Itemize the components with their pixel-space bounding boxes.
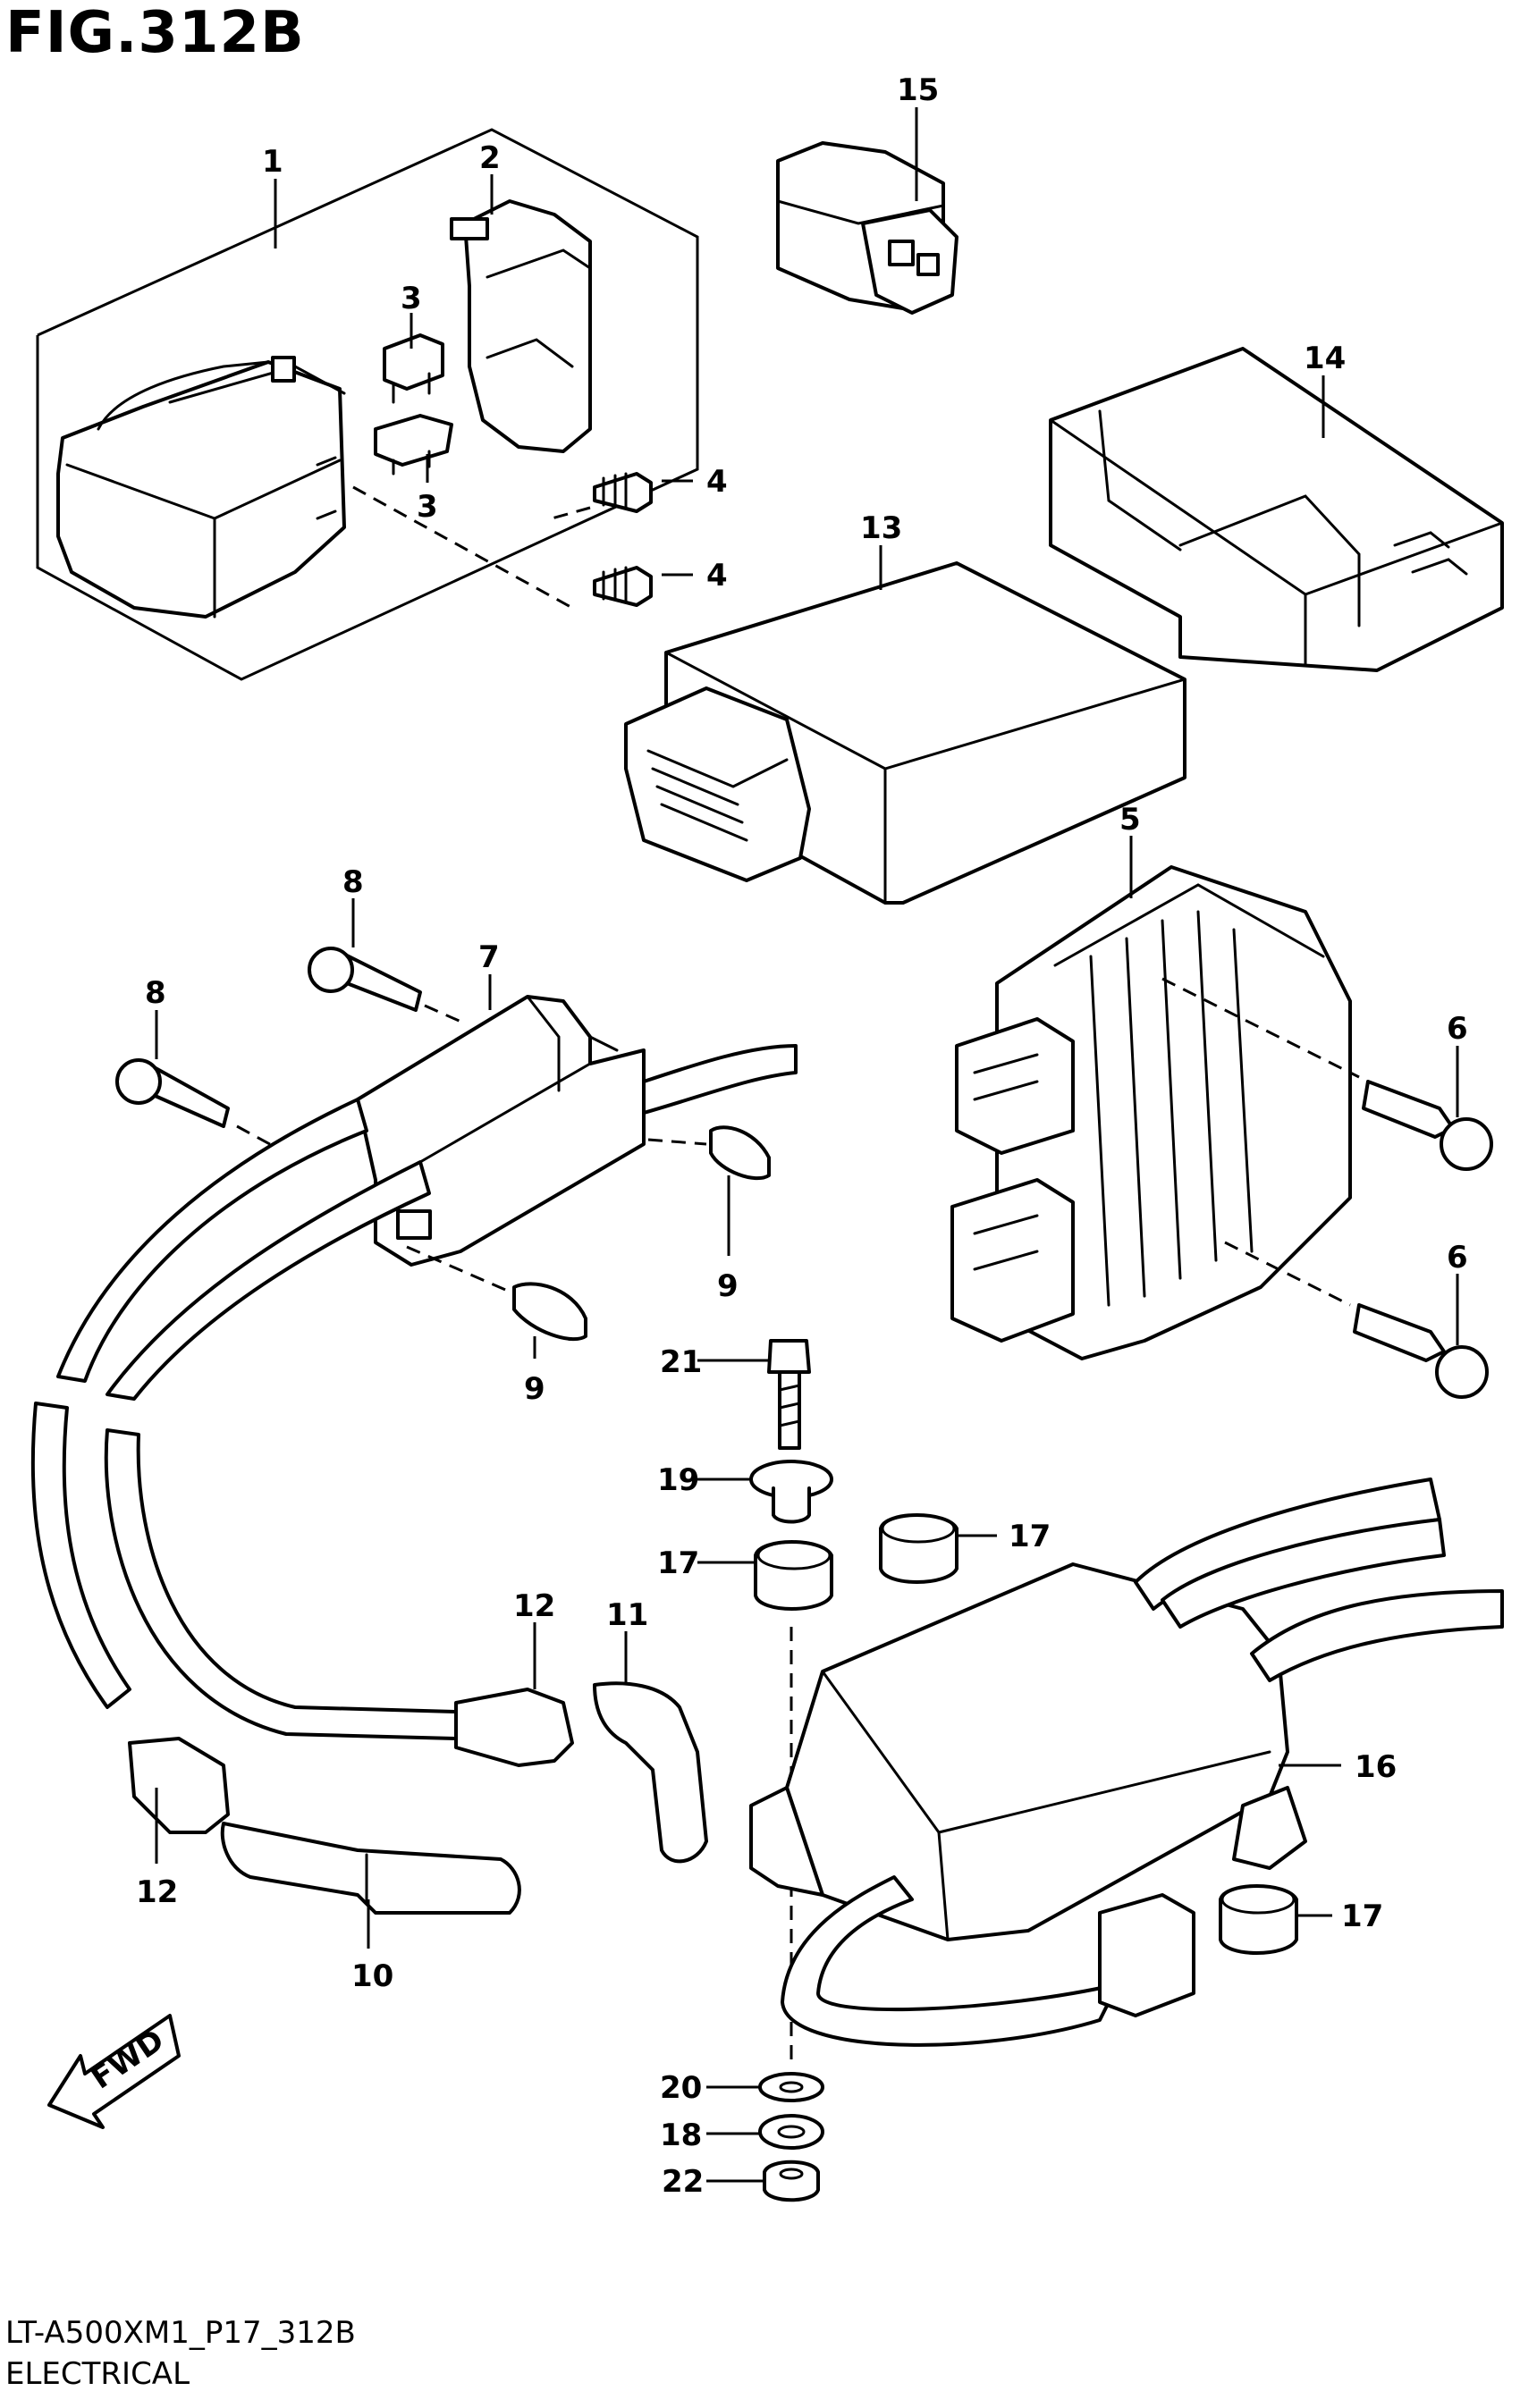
callout-9-lower: 9 [524,1371,545,1407]
callout-8-lower: 8 [145,975,166,1011]
callout-4-lower: 4 [706,558,728,594]
callout-21: 21 [660,1344,702,1380]
callout-13: 13 [860,510,902,546]
starter-relay [56,356,346,619]
leader-lines [155,107,1459,2183]
fuse-lower [374,414,453,476]
callout-19: 19 [657,1462,699,1498]
grommet-17-lower [1219,1884,1298,1955]
callout-4-upper: 4 [706,464,728,500]
callout-17-left: 17 [657,1545,699,1581]
callout-15: 15 [897,72,939,108]
boot-right [454,1688,574,1767]
callout-6-lower: 6 [1447,1240,1468,1276]
callout-8-upper: 8 [342,864,364,900]
callout-12-right: 12 [513,1588,555,1624]
fuse-upper [383,333,444,404]
callout-5: 5 [1119,802,1141,838]
callout-22: 22 [662,2164,704,2200]
callout-18: 18 [660,2118,702,2153]
grommet-17-right [879,1513,958,1584]
figure-code: LT-A500XM1_P17_312B [5,2315,356,2351]
spark-plug-cap-left [220,1822,521,1915]
relay-coupler [776,141,958,315]
bolt-21 [767,1339,811,1450]
nut-22 [763,2160,820,2202]
callout-6-upper: 6 [1447,1011,1468,1047]
control-unit [749,1478,1504,2047]
ignition-coil [356,995,798,1267]
callout-12-left: 12 [136,1874,178,1910]
washer-20 [758,2072,824,2102]
callout-16: 16 [1355,1749,1397,1785]
coil-bolt-lower [115,1058,287,1155]
collar-lower [406,1245,587,1342]
relay-cover [450,199,592,453]
callout-3-upper: 3 [401,281,422,316]
bolt-upper [545,472,653,522]
collar-19 [749,1460,833,1524]
callout-17-right: 17 [1009,1519,1051,1554]
washer-18 [758,2114,824,2150]
fwd-arrow [47,2014,181,2129]
callout-9-upper: 9 [717,1268,739,1304]
boot-left [128,1737,230,1834]
ecm-cover [1049,347,1504,672]
regulator-bolt-lower [1224,1241,1489,1399]
grommet-17-left [754,1540,833,1611]
bolt-lower [352,485,653,610]
figure-title: FIG.312B [5,0,305,66]
coil-bolt-upper [308,947,466,1025]
regulator-bolt-upper [1161,977,1493,1171]
callout-3-lower: 3 [417,489,438,525]
relay-assembly-frame [36,128,699,681]
callout-11: 11 [606,1597,648,1633]
spark-plug-cap-right [593,1681,708,1864]
ecm-unit [624,561,1186,905]
callout-2: 2 [479,140,501,176]
callout-1: 1 [262,144,283,180]
regulator-rectifier [950,865,1352,1360]
high-tension-cords [30,1098,458,1740]
collar-upper [647,1125,771,1181]
figure-caption: ELECTRICAL [5,2356,190,2392]
callout-labels: 1 2 3 3 4 4 5 6 6 7 8 8 9 9 10 11 12 12 … [136,72,1468,2200]
callout-14: 14 [1304,341,1346,376]
callout-10: 10 [351,1958,393,1994]
callout-7: 7 [478,939,500,975]
callout-20: 20 [660,2070,702,2106]
callout-17-lower: 17 [1341,1899,1383,1934]
